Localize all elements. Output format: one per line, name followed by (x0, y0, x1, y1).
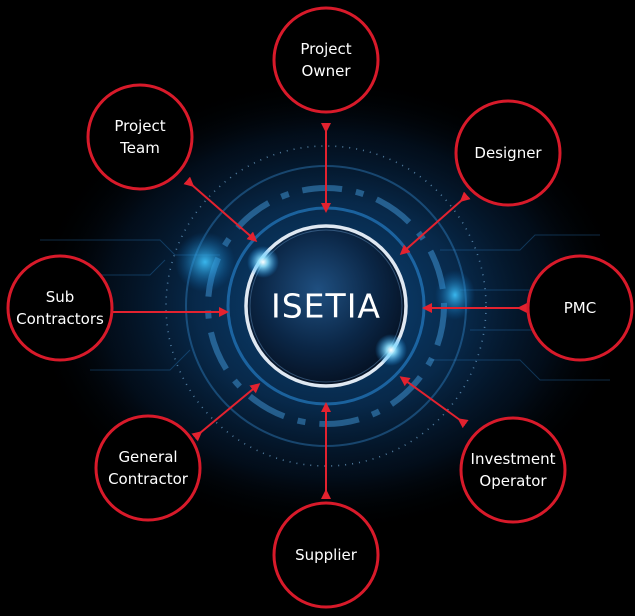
node-label-line: Sub (45, 288, 75, 306)
node-circle-supplier (272, 501, 380, 609)
node-label-line: PMC (563, 299, 597, 317)
core-circle (244, 224, 408, 388)
node-label-line: Contractor (108, 470, 188, 488)
node-label-line: General (118, 448, 178, 466)
node-circle-designer (454, 99, 562, 207)
node-label-line: Investment (470, 450, 556, 468)
node-label-line: Team (120, 139, 160, 157)
node-label-line: Contractors (16, 310, 104, 328)
node-label-line: Project (300, 40, 352, 58)
node-label-line: Owner (301, 62, 351, 80)
node-label-line: Supplier (295, 546, 357, 564)
stakeholder-nodes (6, 6, 634, 609)
node-label-line: Project (114, 117, 166, 135)
node-circle-sub-contractors (6, 254, 114, 362)
double-arrow-icon (183, 176, 258, 242)
core-highlight (249, 229, 403, 383)
node-label-supplier: Supplier (295, 544, 357, 566)
node-label-line: Operator (479, 472, 547, 490)
node-circle-project-owner (272, 6, 380, 114)
connector-arrows (101, 123, 527, 499)
center-label: ISETIA (271, 286, 381, 326)
node-circle-investment-operator (459, 416, 567, 524)
double-arrow-icon (399, 376, 469, 429)
node-label-pmc: PMC (564, 297, 596, 319)
node-circle-general-contractor (94, 414, 202, 522)
node-circle-pmc (526, 254, 634, 362)
node-circle-project-team (86, 83, 194, 191)
spark-bottom-right (375, 334, 407, 366)
double-arrow-icon (191, 383, 261, 442)
left-glow (175, 232, 235, 292)
node-label-designer: Designer (474, 142, 541, 164)
double-arrow-icon (399, 191, 471, 255)
spark-top-left (247, 246, 279, 278)
node-label-line: Designer (474, 144, 542, 162)
right-glow (435, 270, 475, 320)
